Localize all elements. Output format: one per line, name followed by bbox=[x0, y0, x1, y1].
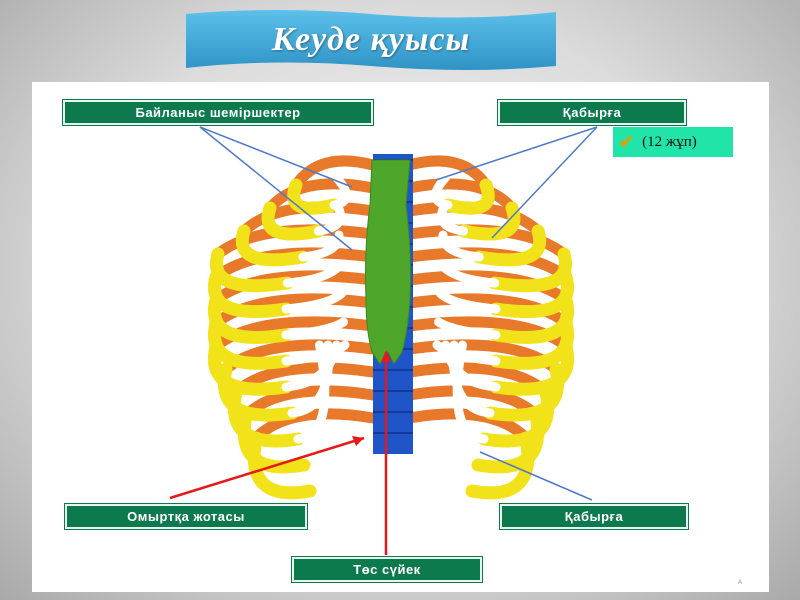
pairs-note: ✔ (12 жұп) bbox=[613, 127, 733, 157]
cartilage bbox=[436, 177, 448, 205]
sternum bbox=[366, 160, 411, 364]
checkmark-icon: ✔ bbox=[619, 132, 634, 153]
label-rib-top: Қабырға bbox=[498, 100, 686, 125]
label-rib-bottom: Қабырға bbox=[500, 504, 688, 529]
label-spine: Омыртқа жотасы bbox=[65, 504, 307, 529]
label-connecting-cartilages: Байланыс шеміршектер bbox=[63, 100, 373, 125]
pairs-count: (12 жұп) bbox=[642, 134, 697, 151]
label-sternum: Төс сүйек bbox=[292, 557, 482, 582]
corner-mark: ᴬ bbox=[738, 578, 742, 588]
